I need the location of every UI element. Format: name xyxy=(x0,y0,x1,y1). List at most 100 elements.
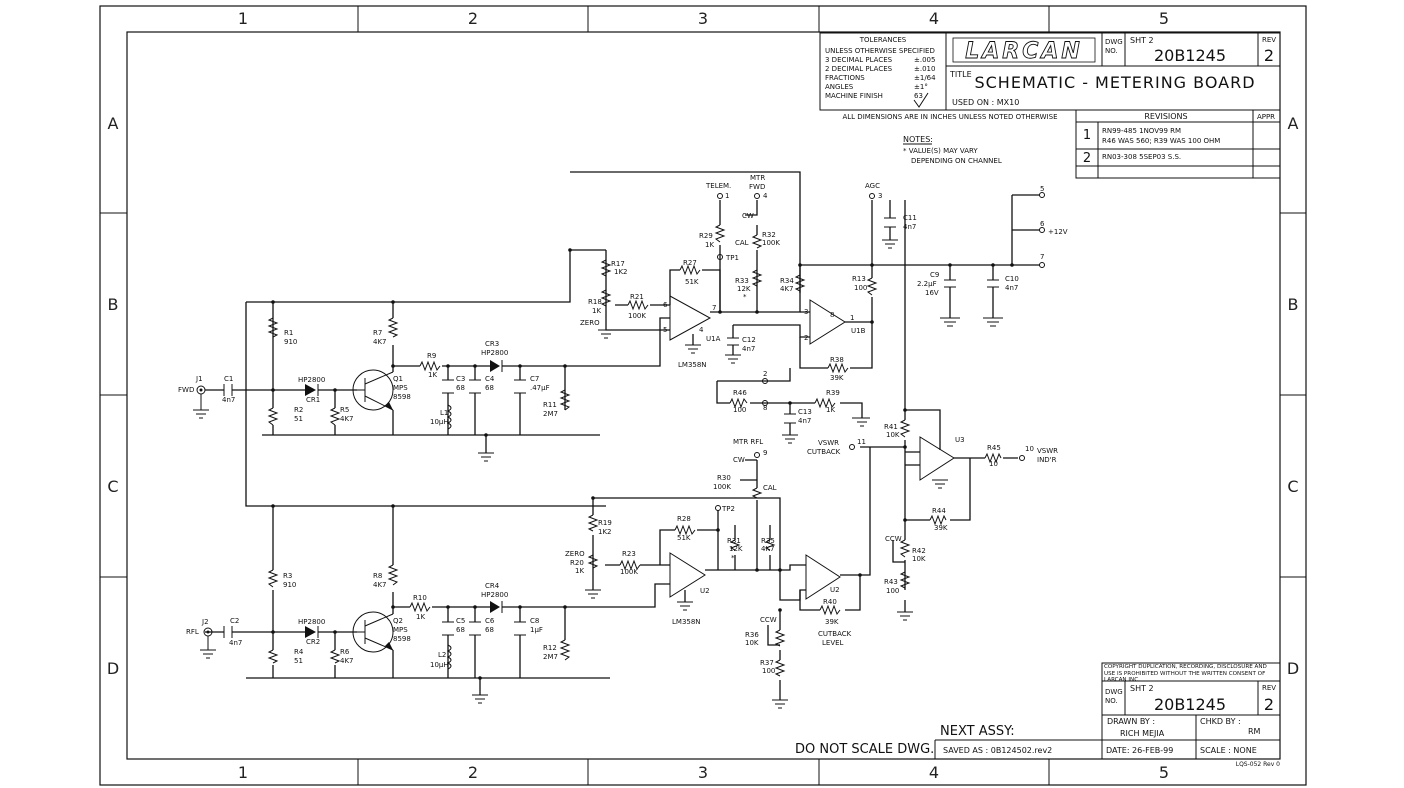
used-on: USED ON : MX10 xyxy=(952,98,1019,107)
wiring xyxy=(205,171,1040,700)
svg-text:R31: R31 xyxy=(727,537,741,545)
svg-text:68: 68 xyxy=(456,626,465,634)
chkd-by-label: CHKD BY : xyxy=(1200,717,1241,726)
notes-heading: NOTES: xyxy=(903,135,933,144)
svg-text:2: 2 xyxy=(763,370,767,378)
svg-text:C8: C8 xyxy=(530,617,539,625)
grid-labels: 1 2 3 4 5 1 2 3 4 5 A B C D A B C D xyxy=(107,9,1299,782)
rev-label: REV xyxy=(1262,36,1276,44)
svg-text:9: 9 xyxy=(763,449,767,457)
finish-check-icon xyxy=(913,92,929,108)
svg-text:CCW: CCW xyxy=(885,535,902,543)
svg-text:R21: R21 xyxy=(630,293,644,301)
svg-text:1: 1 xyxy=(725,192,729,200)
terminal-points xyxy=(715,192,1045,511)
svg-text:10μH: 10μH xyxy=(430,418,449,426)
svg-text:R13: R13 xyxy=(852,275,866,283)
grid-row-a-right: A xyxy=(1288,114,1299,133)
next-assy: NEXT ASSY: xyxy=(940,724,1015,739)
svg-text:100: 100 xyxy=(886,587,899,595)
saved-as: SAVED AS : 0B124502.rev2 xyxy=(943,746,1052,755)
revisions-heading: REVISIONS xyxy=(1144,112,1187,121)
svg-text:R20: R20 xyxy=(570,559,584,567)
svg-text:LM358N: LM358N xyxy=(672,618,701,626)
svg-text:4n7: 4n7 xyxy=(798,417,811,425)
grid-row-b-right: B xyxy=(1288,295,1299,314)
svg-text:100K: 100K xyxy=(628,312,646,320)
svg-text:4n7: 4n7 xyxy=(903,223,916,231)
svg-text:R11: R11 xyxy=(543,401,557,409)
svg-text:100K: 100K xyxy=(620,568,638,576)
svg-text:4: 4 xyxy=(763,192,768,200)
svg-text:2M7: 2M7 xyxy=(543,410,558,418)
svg-text:R6: R6 xyxy=(340,648,350,656)
svg-text:ZERO: ZERO xyxy=(565,550,585,558)
svg-text:CW: CW xyxy=(733,456,745,464)
svg-text:R19: R19 xyxy=(598,519,612,527)
svg-text:39K: 39K xyxy=(825,618,839,626)
svg-text:J2: J2 xyxy=(201,618,209,626)
svg-text:R5: R5 xyxy=(340,406,349,414)
svg-text:8: 8 xyxy=(763,404,767,412)
svg-text:12K: 12K xyxy=(729,545,743,553)
svg-text:L1: L1 xyxy=(440,409,448,417)
svg-text:4K7: 4K7 xyxy=(780,285,794,293)
bottom-title-block: COPYRIGHT DUPLICATION, RECORDING, DISCLO… xyxy=(795,662,1281,768)
diode-symbols xyxy=(305,360,503,638)
svg-text:11: 11 xyxy=(857,438,866,446)
svg-text:C13: C13 xyxy=(798,408,812,416)
svg-text:R8: R8 xyxy=(373,572,382,580)
date-field: DATE: 26-FEB-99 xyxy=(1106,746,1173,755)
svg-text:51K: 51K xyxy=(685,278,699,286)
copyright-notice: COPYRIGHT DUPLICATION, RECORDING, DISCLO… xyxy=(1104,664,1267,681)
grid-col-3-bottom: 3 xyxy=(698,763,708,782)
svg-text:C9: C9 xyxy=(930,271,939,279)
svg-text:39K: 39K xyxy=(830,374,844,382)
tol-value-6: 63 xyxy=(914,92,923,100)
larcan-logo: LARCAN xyxy=(952,37,1096,64)
svg-text:U2: U2 xyxy=(700,587,710,595)
grid-row-c-right: C xyxy=(1287,477,1298,496)
svg-text:R10: R10 xyxy=(413,594,427,602)
svg-text:NO.: NO. xyxy=(1105,47,1118,55)
drawn-by-label: DRAWN BY : xyxy=(1107,717,1155,726)
svg-text:MTR: MTR xyxy=(750,174,765,182)
svg-text:*: * xyxy=(743,293,747,301)
svg-text:R46: R46 xyxy=(733,389,747,397)
svg-text:R40: R40 xyxy=(823,598,837,606)
svg-text:CW: CW xyxy=(742,212,754,220)
resistor-symbols xyxy=(267,224,1002,677)
svg-text:6: 6 xyxy=(1040,220,1045,228)
drawing-frame xyxy=(99,5,1307,786)
svg-text:R30: R30 xyxy=(717,474,731,482)
svg-text:L2: L2 xyxy=(438,651,446,659)
svg-text:10: 10 xyxy=(1025,445,1034,453)
svg-text:U3: U3 xyxy=(955,436,965,444)
grid-col-3: 3 xyxy=(698,9,708,28)
svg-text:4K7: 4K7 xyxy=(761,545,775,553)
svg-text:51: 51 xyxy=(294,657,303,665)
svg-text:R23: R23 xyxy=(622,550,636,558)
tol-value-4: ±1/64 xyxy=(914,74,936,82)
svg-text:*: * xyxy=(731,554,735,562)
svg-text:MTR RFL: MTR RFL xyxy=(733,438,763,446)
notes-line2: DEPENDING ON CHANNEL xyxy=(911,157,1002,165)
grid-row-b: B xyxy=(108,295,119,314)
tol-line-4: FRACTIONS xyxy=(825,74,865,82)
svg-text:C11: C11 xyxy=(903,214,917,222)
svg-text:10K: 10K xyxy=(912,555,926,563)
svg-text:7: 7 xyxy=(712,304,716,312)
svg-text:R12: R12 xyxy=(543,644,557,652)
scale-field: SCALE : NONE xyxy=(1200,746,1257,755)
svg-text:FWD: FWD xyxy=(749,183,765,191)
svg-text:CR3: CR3 xyxy=(485,340,499,348)
component-labels: J1 FWD C1 4n7 R1 910 R2 51 HP2800 CR1 R5… xyxy=(178,174,1068,675)
tol-line-3: 2 DECIMAL PLACES xyxy=(825,65,893,73)
grid-col-2-bottom: 2 xyxy=(468,763,478,782)
svg-text:1K: 1K xyxy=(826,406,835,414)
svg-text:R9: R9 xyxy=(427,352,436,360)
components xyxy=(193,192,1045,709)
svg-text:R45: R45 xyxy=(987,444,1001,452)
rev-2-line1: RN03-308 5SEP03 S.S. xyxy=(1102,153,1181,161)
